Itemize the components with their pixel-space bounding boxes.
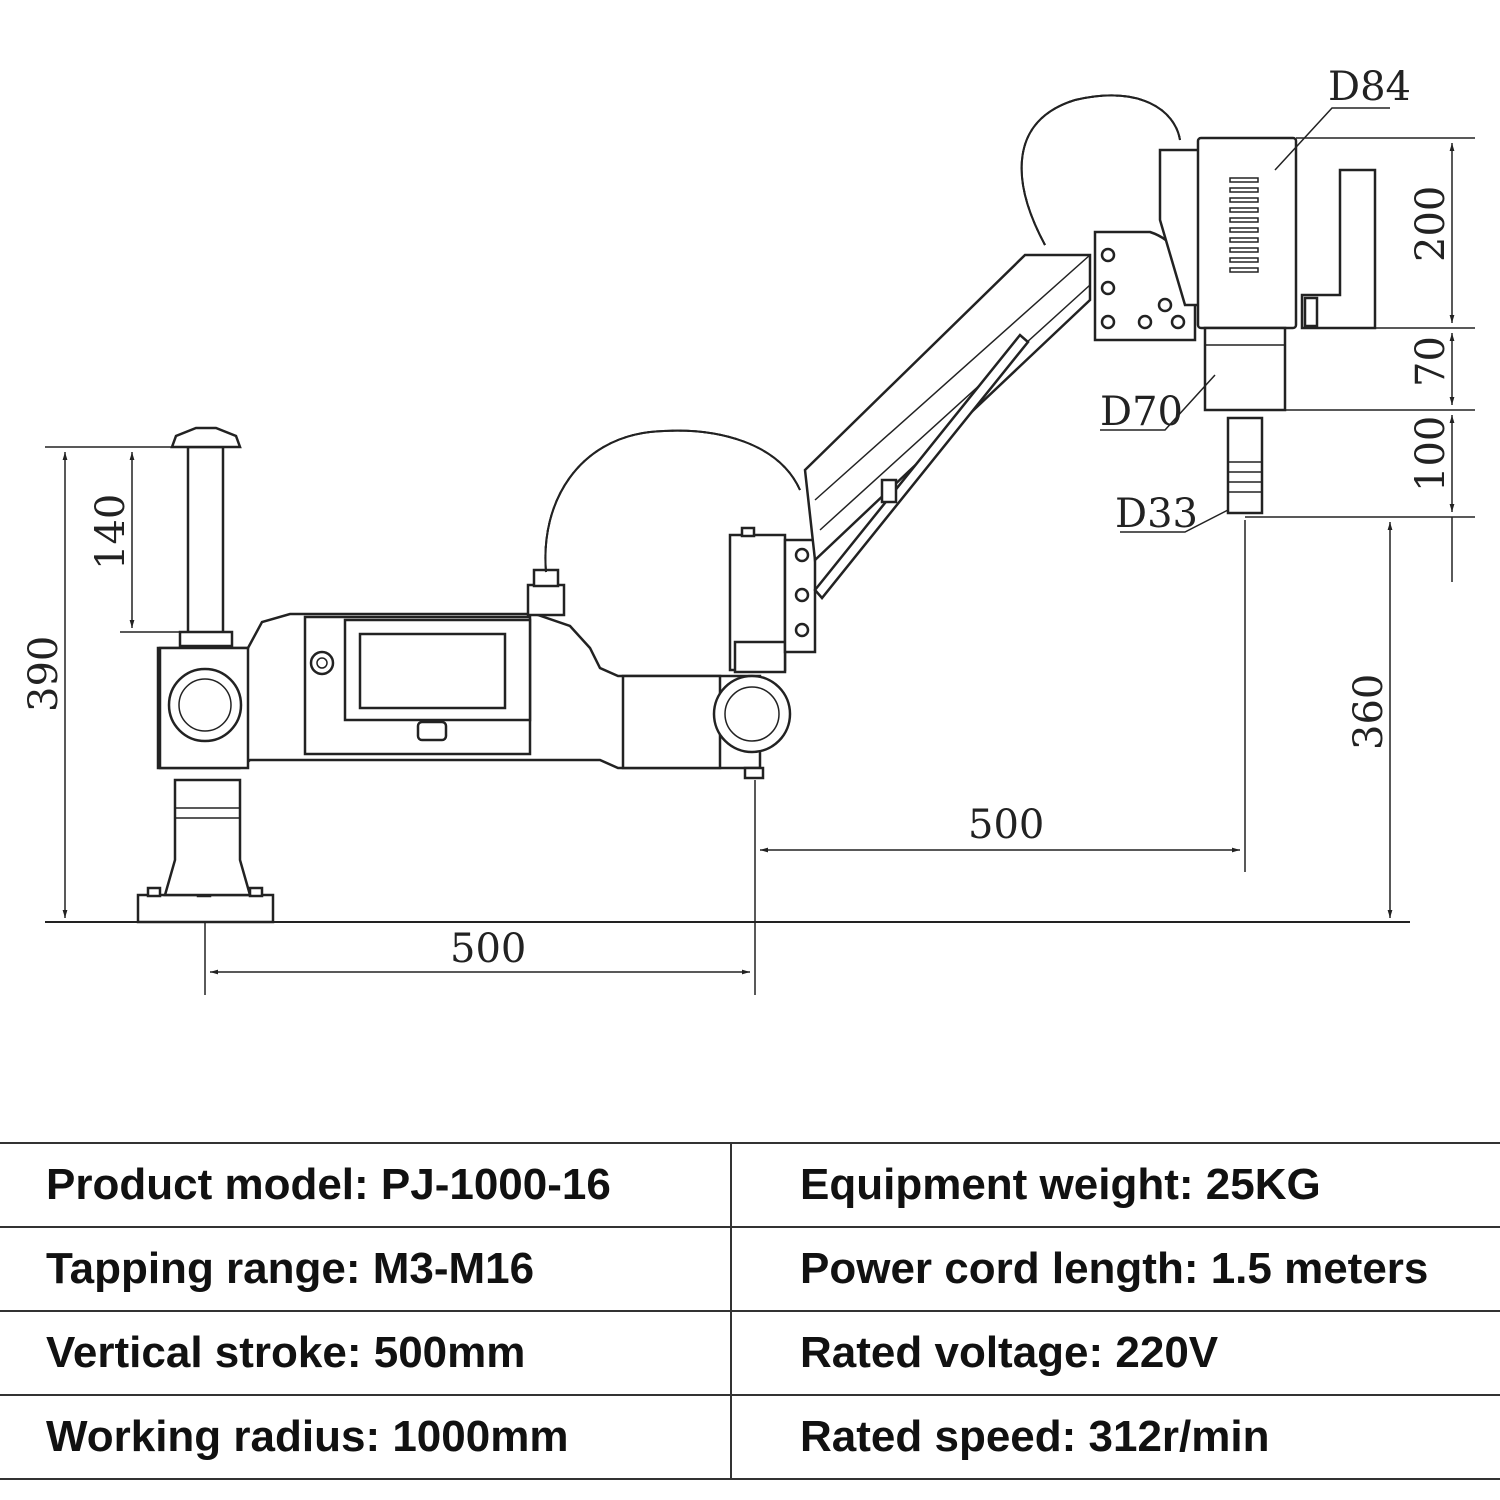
spec-row: Product model: PJ-1000-16 Equipment weig… bbox=[0, 1142, 1500, 1228]
dim-70: 70 bbox=[1408, 336, 1454, 387]
spec-working-radius: Working radius: 1000mm bbox=[0, 1394, 731, 1480]
spec-tapping-range: Tapping range: M3-M16 bbox=[0, 1226, 731, 1312]
dim-140: 140 bbox=[88, 494, 134, 570]
spec-vertical-stroke: Vertical stroke: 500mm bbox=[0, 1310, 731, 1396]
spec-row: Working radius: 1000mm Rated speed: 312r… bbox=[0, 1394, 1500, 1480]
dim-500-lower: 500 bbox=[450, 926, 526, 972]
upper-arm bbox=[803, 253, 1092, 600]
dim-360: 360 bbox=[1346, 674, 1392, 750]
spec-rated-voltage: Rated voltage: 220V bbox=[730, 1310, 1500, 1396]
lower-hose bbox=[544, 429, 801, 573]
dim-200: 200 bbox=[1408, 186, 1454, 262]
spec-table: Product model: PJ-1000-16 Equipment weig… bbox=[0, 1142, 1500, 1480]
dim-390: 390 bbox=[21, 636, 67, 712]
main-arm bbox=[156, 612, 792, 780]
technical-drawing: D84 D70 D33 500 500 390 140 360 200 70 1… bbox=[21, 64, 1475, 995]
spec-power-cord-length: Power cord length: 1.5 meters bbox=[730, 1226, 1500, 1312]
spec-row: Tapping range: M3-M16 Power cord length:… bbox=[0, 1226, 1500, 1312]
base bbox=[136, 778, 275, 924]
spec-product-model: Product model: PJ-1000-16 bbox=[0, 1142, 731, 1228]
column bbox=[170, 426, 242, 648]
dim-500-upper: 500 bbox=[968, 802, 1044, 848]
elbow-joint bbox=[728, 526, 817, 674]
dim-d84: D84 bbox=[1328, 64, 1411, 110]
vent-slots bbox=[1229, 177, 1259, 273]
hose-fitting bbox=[526, 568, 566, 617]
dimension-lines bbox=[45, 107, 1475, 995]
spec-row: Vertical stroke: 500mm Rated voltage: 22… bbox=[0, 1310, 1500, 1396]
head-bracket bbox=[1093, 230, 1197, 342]
dim-d70: D70 bbox=[1100, 389, 1183, 435]
spec-rated-speed: Rated speed: 312r/min bbox=[730, 1394, 1500, 1480]
spec-equipment-weight: Equipment weight: 25KG bbox=[730, 1142, 1500, 1228]
dim-100: 100 bbox=[1408, 416, 1454, 492]
motor-head bbox=[1158, 136, 1377, 515]
upper-hose bbox=[1020, 94, 1181, 246]
dim-d33: D33 bbox=[1115, 491, 1198, 537]
